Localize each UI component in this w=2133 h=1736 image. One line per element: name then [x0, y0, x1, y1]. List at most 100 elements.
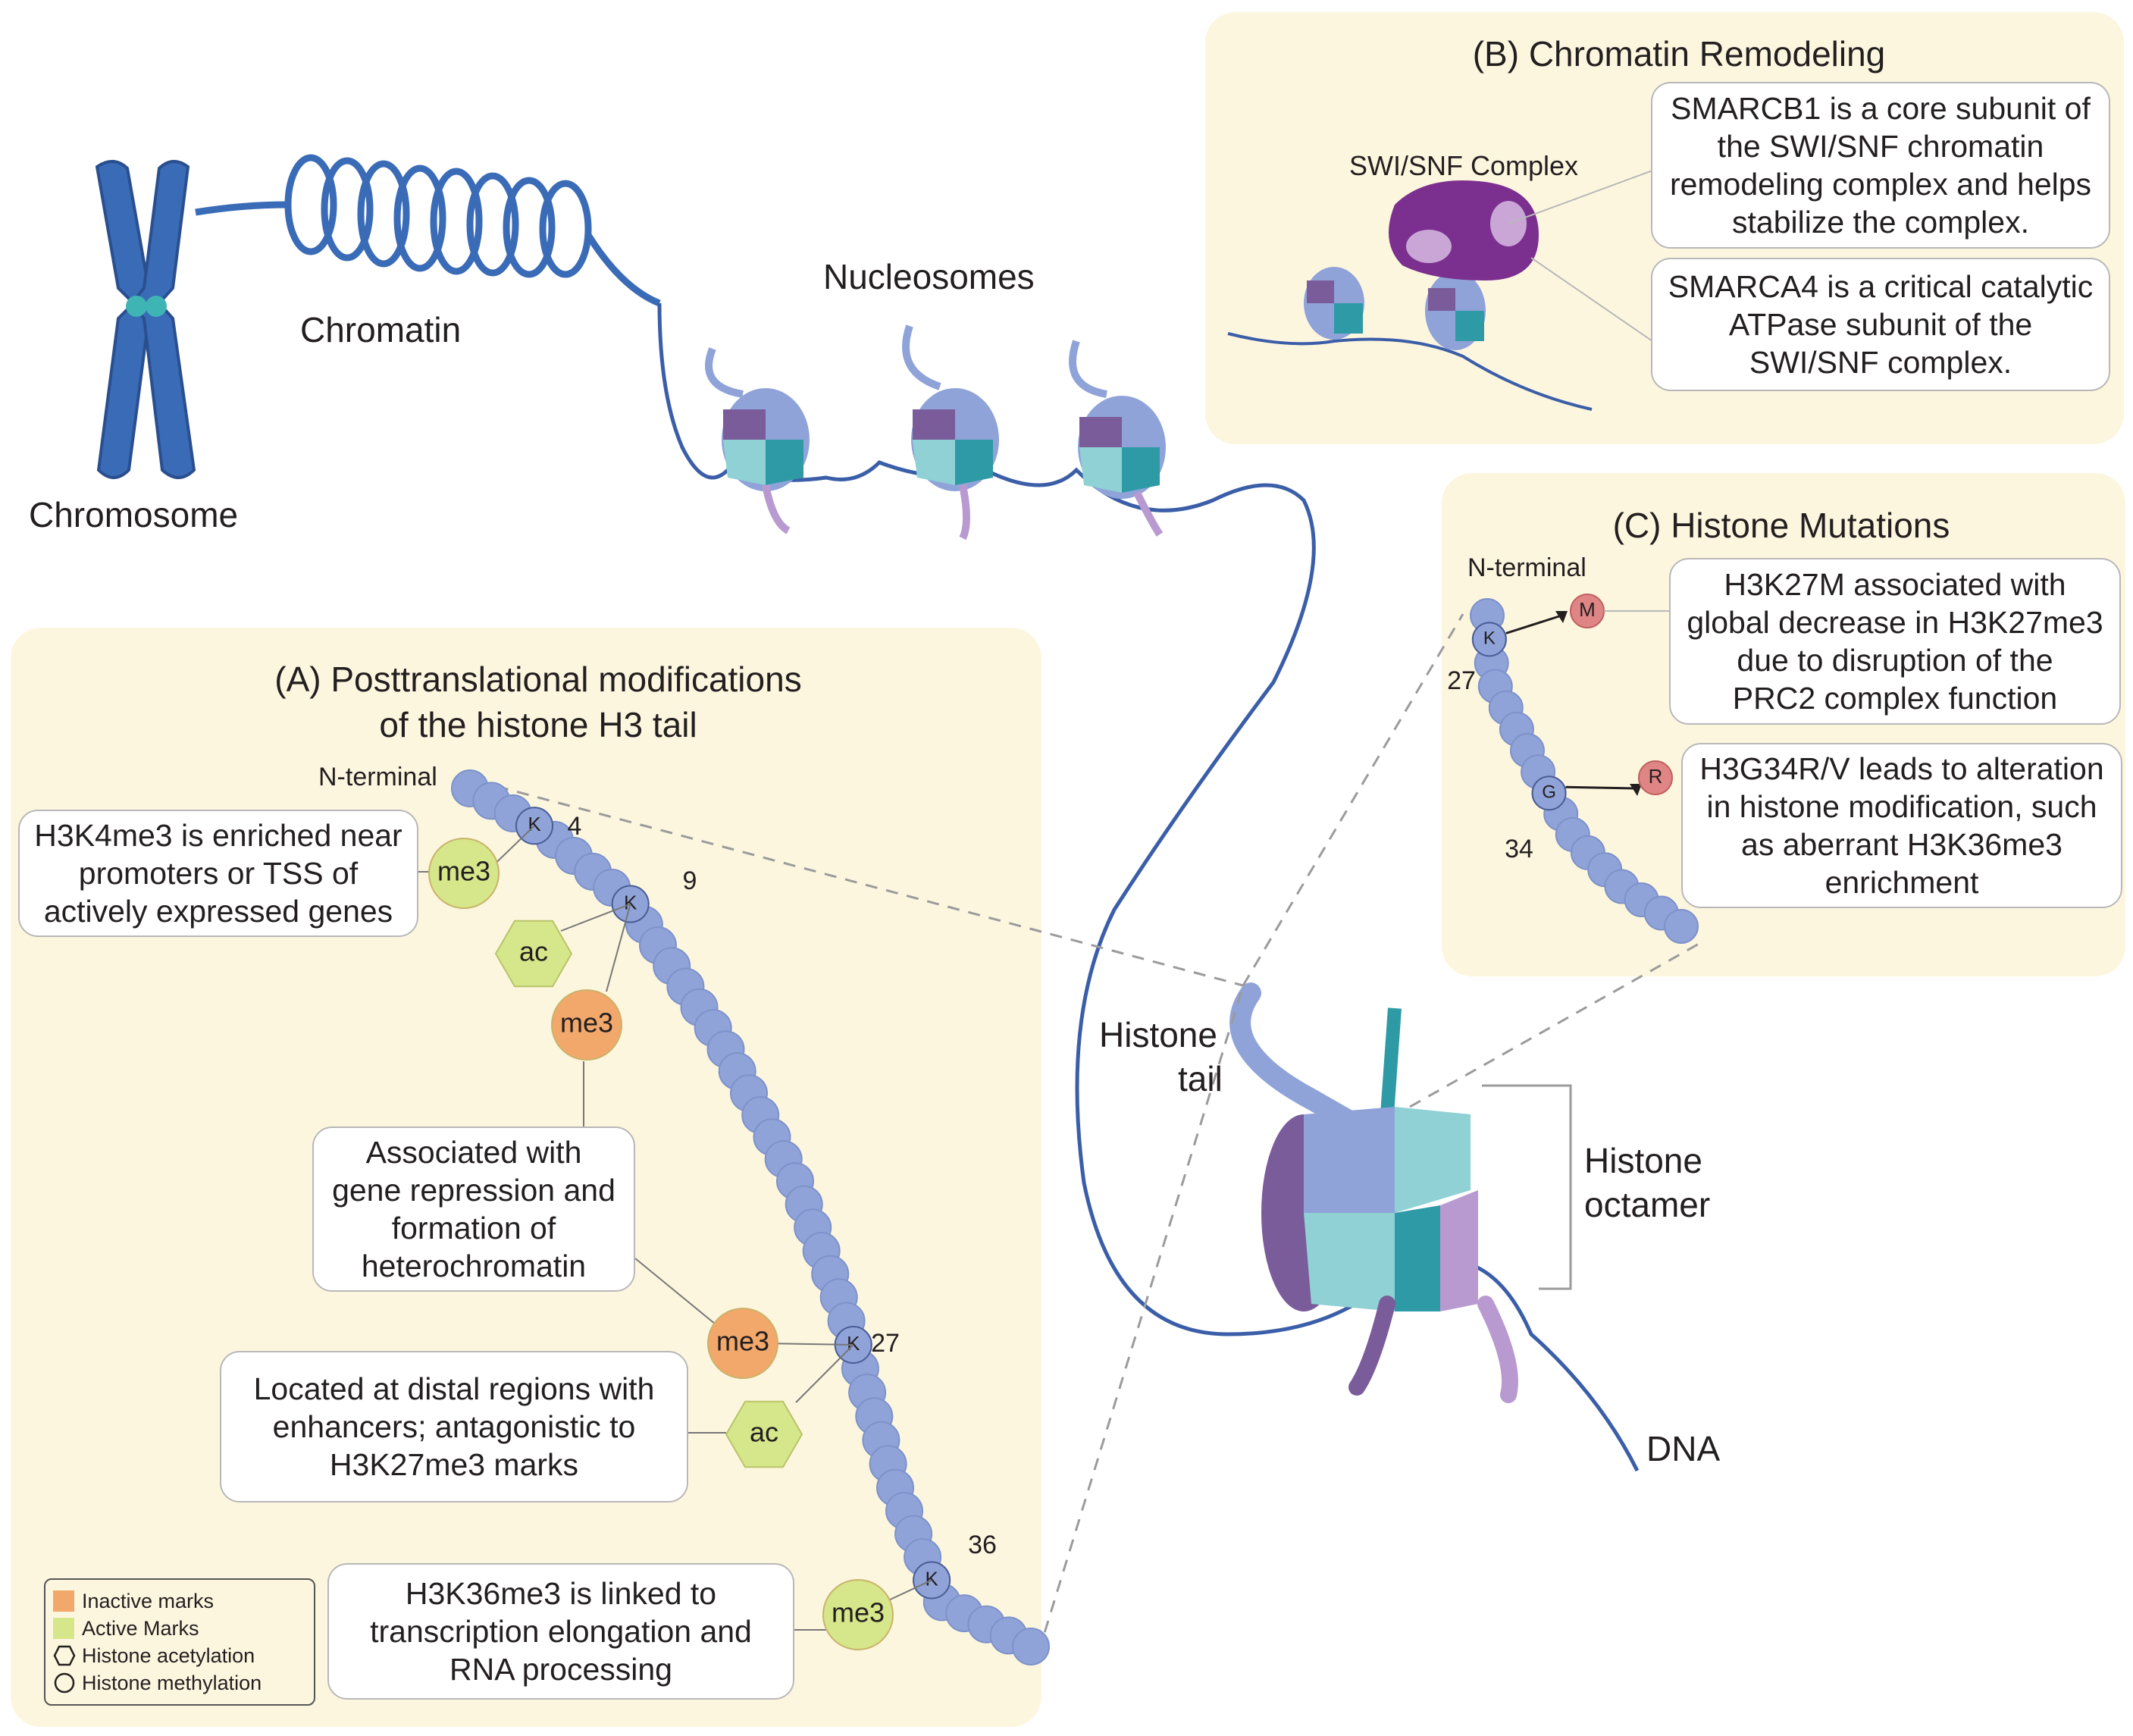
glycine-residue-label: G: [1542, 782, 1556, 803]
callout-h3k27m-line3: due to disruption of the: [1737, 643, 2053, 678]
legend-active-label: Active Marks: [82, 1616, 199, 1640]
legend-inactive-swatch: [53, 1590, 74, 1612]
residue-position-label: 27: [871, 1329, 900, 1358]
circle-icon: [54, 1672, 75, 1694]
histone-tail-label-2: tail: [1178, 1059, 1223, 1098]
ac-active-mark-k9-label: ac: [519, 936, 548, 967]
histone-octamer-label-1: Histone: [1584, 1141, 1702, 1180]
callout-h3k27m-line4: PRC2 complex function: [1732, 681, 2058, 716]
connector-line: [560, 903, 631, 932]
callout-smarca4: SMARCA4 is a critical catalytic ATPase s…: [1651, 258, 2110, 391]
arrow-line: [1505, 614, 1562, 635]
me3-active-mark-k4: [428, 838, 500, 909]
callout-smarca4-line3: SWI/SNF complex.: [1749, 345, 2012, 380]
histone-tail-label-1: Histone: [1099, 1015, 1217, 1054]
me3-active-mark-k36: [822, 1579, 894, 1650]
callout-h3k27m-line1: H3K27M associated with: [1724, 567, 2066, 602]
callout-smarca4-line1: SMARCA4 is a critical catalytic: [1668, 269, 2094, 304]
nucleosome-3: [1069, 340, 1166, 537]
callout-smarcb1-line1: SMARCB1 is a core subunit of: [1671, 91, 2091, 126]
me3-active-mark-k4-label: me3: [437, 856, 490, 887]
callout-smarcb1-line4: stabilize the complex.: [1732, 205, 2029, 240]
callout-h3k4me3-line2: promoters or TSS of: [78, 856, 359, 891]
arrow-line: [1565, 785, 1637, 790]
callout-h3k4me3-line3: actively expressed genes: [43, 894, 393, 929]
callout-smarcb1: SMARCB1 is a core subunit of the SWI/SNF…: [1651, 82, 2110, 249]
callout-repression-line1: Associated with: [365, 1135, 582, 1170]
octamer-bracket: [1482, 1084, 1572, 1290]
residue-position-label: 36: [968, 1531, 997, 1559]
lysine-residue: [1471, 622, 1507, 657]
connector-line: [634, 1258, 728, 1335]
arrow-head-icon: [1630, 784, 1642, 796]
callout-repression: Associated with gene repression and form…: [312, 1127, 635, 1292]
hexagon-icon: [53, 1645, 76, 1666]
callout-smarca4-line2: ATPase subunit of the: [1728, 307, 2033, 342]
panel-c-title: (C) Histone Mutations: [1612, 506, 1950, 545]
arrow-head-icon: [1555, 611, 1568, 623]
panel-b-title: (B) Chromatin Remodeling: [1472, 34, 1886, 74]
residue-position-label: 9: [683, 866, 697, 895]
callout-repression-line2: gene repression and: [332, 1173, 615, 1208]
panel-a-title: (A) Posttranslational modifications of t…: [189, 656, 887, 747]
callout-repression-line3: formation of: [391, 1211, 556, 1246]
panel-a-title-line2: of the histone H3 tail: [379, 705, 697, 744]
ac-active-mark-k27-label: ac: [750, 1417, 778, 1448]
swi-snf-label: SWI/SNF Complex: [1349, 150, 1579, 181]
panel-a-n-terminal: N-terminal: [318, 763, 437, 791]
callout-h3g34-line3: as aberrant H3K36me3: [1741, 827, 2063, 862]
connector-line: [765, 1343, 854, 1346]
callout-h3g34: H3G34R/V leads to alteration in histone …: [1681, 743, 2122, 908]
zoom-lines: [475, 613, 1706, 1653]
chromosome-illustration: [95, 160, 196, 479]
callout-h3k36me3: H3K36me3 is linked to transcription elon…: [327, 1563, 794, 1700]
panel-c-n-terminal: N-terminal: [1467, 553, 1586, 582]
histone-octamer-illustration: [1229, 982, 1518, 1403]
residue-position-label: 27: [1447, 666, 1476, 695]
callout-h3g34-line2: in histone modification, such: [1706, 789, 2097, 824]
mutation-m-label: M: [1579, 598, 1596, 621]
nucleosomes-label: Nucleosomes: [823, 257, 1035, 296]
connector-line: [606, 904, 631, 992]
tail-bead: [1664, 909, 1699, 944]
me3-inactive-mark-k27: [707, 1308, 778, 1379]
lysine-residue-label: K: [925, 1567, 938, 1590]
mutation-r-label: R: [1649, 765, 1663, 788]
me3-inactive-mark-k9-label: me3: [560, 1007, 613, 1039]
callout-smarcb1-line2: the SWI/SNF chromatin: [1717, 129, 2044, 164]
chromosome-label: Chromosome: [29, 495, 239, 534]
callout-distal-line1: Located at distal regions with: [253, 1371, 655, 1406]
ac-active-mark-k9: [494, 920, 573, 988]
callout-repression-line4: heterochromatin: [361, 1249, 587, 1283]
histone-octamer-label-2: octamer: [1584, 1185, 1711, 1224]
me3-inactive-mark-k27-label: me3: [716, 1326, 769, 1357]
callout-h3k27m-line2: global decrease in H3K27me3: [1687, 605, 2103, 640]
lysine-residue-label: K: [1483, 628, 1496, 649]
callout-h3k4me3: H3K4me3 is enriched near promoters or TS…: [18, 810, 418, 937]
callout-h3k36me3-line1: H3K36me3 is linked to: [405, 1576, 717, 1611]
tail-bead: [1012, 1628, 1050, 1665]
me3-inactive-mark-k9: [551, 989, 622, 1061]
callout-h3k36me3-line2: transcription elongation and: [370, 1614, 752, 1649]
legend-methylation-label: Histone methylation: [82, 1671, 262, 1694]
dna-label: DNA: [1646, 1429, 1721, 1468]
callout-h3k27m: H3K27M associated with global decrease i…: [1669, 558, 2121, 725]
legend-inactive-label: Inactive marks: [82, 1589, 215, 1612]
nucleosome-1: [705, 347, 810, 534]
connector-line: [795, 1344, 854, 1403]
chromatin-coil: [195, 154, 661, 307]
swi-snf-illustration: [1227, 170, 1653, 411]
chromatin-label: Chromatin: [300, 310, 462, 349]
me3-active-mark-k36-label: me3: [832, 1597, 885, 1628]
callout-distal-line2: enhancers; antagonistic to: [272, 1409, 636, 1444]
callout-h3g34-line1: H3G34R/V leads to alteration: [1699, 751, 2104, 786]
glycine-residue: [1531, 776, 1567, 811]
mutation-r-marker: [1638, 760, 1673, 795]
legend-acetylation-label: Histone acetylation: [82, 1644, 255, 1667]
legend: Inactive marks Active Marks Histone acet…: [44, 1578, 315, 1706]
callout-distal: Located at distal regions with enhancers…: [220, 1351, 688, 1503]
callout-h3k4me3-line1: H3K4me3 is enriched near: [34, 818, 402, 853]
callout-h3g34-line4: enrichment: [1824, 865, 1979, 900]
